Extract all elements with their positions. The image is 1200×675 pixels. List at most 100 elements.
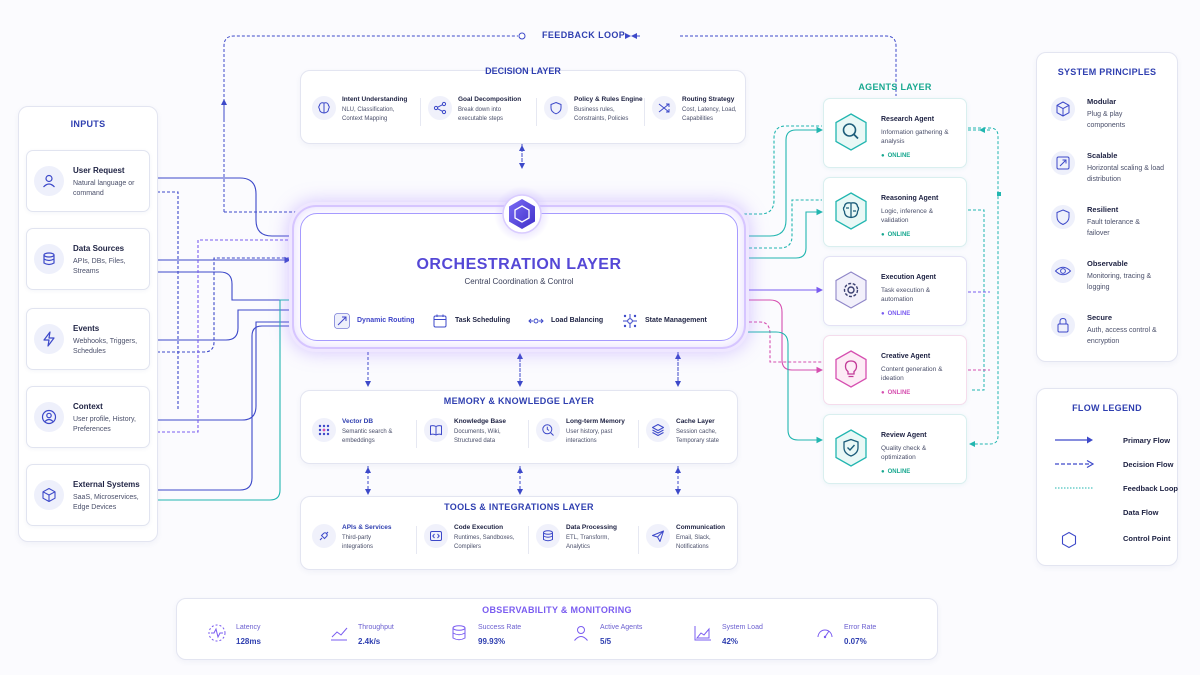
memory-item-knowledge-base[interactable]: Knowledge Base Documents, Wiki, Structur…: [416, 418, 524, 454]
orchestration-title: ORCHESTRATION LAYER: [416, 256, 622, 273]
input-card-desc: Natural language or command: [73, 180, 135, 197]
metric-label: Active Agents: [600, 624, 643, 631]
area-chart-icon: [694, 626, 711, 641]
input-card-context[interactable]: Context User profile, History, Preferenc…: [26, 386, 150, 448]
memory-item-cache-layer[interactable]: Cache Layer Session cache, Temporary sta…: [638, 418, 736, 454]
input-card-external-systems[interactable]: External Systems SaaS, Microservices, Ed…: [26, 464, 150, 526]
agent-card-execution[interactable]: Execution Agent Task execution & automat…: [823, 256, 967, 326]
send-icon: [646, 524, 670, 548]
tools-item-data-processing[interactable]: Data Processing ETL, Transform, Analytic…: [528, 524, 636, 560]
feedback-loop-node: [518, 32, 526, 40]
memory-item-desc: Semantic search & embeddings: [342, 429, 393, 444]
agent-status-badge: ONLINE: [881, 469, 911, 475]
input-card-title: Events: [73, 324, 100, 333]
memory-item-long-term-memory[interactable]: Long-term Memory User history, past inte…: [528, 418, 636, 454]
share-nodes-icon: [428, 96, 452, 120]
clock-search-icon: [536, 418, 560, 442]
tools-item-code-execution[interactable]: Code Execution Runtimes, Sandboxes, Comp…: [416, 524, 524, 560]
agent-title: Creative Agent: [881, 353, 931, 360]
agent-card-research[interactable]: Research Agent Information gathering & a…: [823, 98, 967, 168]
magnifier-icon: [835, 113, 867, 151]
orchestration-layer-inner: ORCHESTRATION LAYER Central Coordination…: [300, 213, 738, 341]
input-card-data-sources[interactable]: Data Sources APIs, DBs, Files, Streams: [26, 228, 150, 290]
agent-title: Review Agent: [881, 432, 927, 439]
divider: [420, 98, 421, 126]
state-icon: [623, 314, 637, 328]
metric-value: 42%: [722, 637, 739, 646]
principle-desc: Monitoring, tracing & logging: [1087, 273, 1152, 291]
lock-icon: [1051, 313, 1075, 337]
agents-layer-title: AGENTS LAYER: [858, 82, 932, 92]
decision-item-goal-decomposition[interactable]: Goal Decomposition Break down into execu…: [420, 96, 528, 132]
agent-title: Execution Agent: [881, 274, 936, 281]
principle-title: Modular: [1087, 97, 1117, 106]
memory-item-title: Vector DB: [342, 418, 374, 425]
input-card-desc: User profile, History, Preferences: [73, 416, 136, 433]
principle-title: Resilient: [1087, 205, 1119, 214]
shuffle-icon: [652, 96, 676, 120]
legend-label: Primary Flow: [1123, 436, 1171, 445]
principle-desc: Plug & play components: [1087, 111, 1126, 129]
divider: [536, 98, 537, 126]
plug-icon: [312, 524, 336, 548]
divider: [528, 526, 529, 554]
orchestration-feature-label: Load Balancing: [551, 317, 604, 324]
decision-layer-heading: DECISION LAYER: [485, 66, 561, 76]
flow-legend-title: FLOW LEGEND: [1072, 403, 1142, 413]
agent-card-review[interactable]: Review Agent Quality check & optimizatio…: [823, 414, 967, 484]
metric-value: 2.4k/s: [358, 637, 381, 646]
agent-desc: Task execution & automation: [881, 287, 931, 303]
brain-icon: [312, 96, 336, 120]
database-icon: [536, 524, 560, 548]
metric-label: Throughput: [358, 624, 394, 631]
decision-item-title: Goal Decomposition: [458, 96, 522, 103]
metric-value: 5/5: [600, 637, 612, 646]
agent-status-badge: ONLINE: [881, 232, 911, 238]
expand-icon: [1051, 151, 1075, 175]
agent-title: Research Agent: [881, 116, 935, 123]
hexagon-icon: [1061, 531, 1077, 549]
input-card-events[interactable]: Events Webhooks, Triggers, Schedules: [26, 308, 150, 370]
decision-item-routing-strategy[interactable]: Routing Strategy Cost, Latency, Load, Ca…: [644, 96, 744, 132]
input-card-desc: Webhooks, Triggers, Schedules: [73, 338, 138, 355]
tools-item-title: APIs & Services: [342, 524, 392, 531]
principle-desc: Horizontal scaling & load distribution: [1087, 165, 1165, 183]
shield-check-icon: [835, 429, 867, 467]
shield-icon: [544, 96, 568, 120]
memory-item-vector-db[interactable]: Vector DB Semantic search & embeddings: [312, 418, 412, 454]
agent-card-creative[interactable]: Creative Agent Content generation & idea…: [823, 335, 967, 405]
divider: [638, 420, 639, 448]
memory-item-title: Knowledge Base: [454, 418, 507, 425]
decision-item-desc: NLU, Classification, Context Mapping: [342, 107, 395, 122]
input-card-user-request[interactable]: User Request Natural language or command: [26, 150, 150, 212]
decision-item-desc: Break down into executable steps: [458, 107, 504, 122]
decision-item-policy-rules[interactable]: Policy & Rules Engine Business rules, Co…: [536, 96, 644, 132]
divider: [638, 526, 639, 554]
input-card-desc: SaaS, Microservices, Edge Devices: [73, 494, 139, 511]
book-icon: [424, 418, 448, 442]
legend-label: Control Point: [1123, 534, 1171, 543]
orchestration-subtitle: Central Coordination & Control: [464, 277, 574, 286]
agent-flow-lines: [744, 125, 824, 444]
agent-desc: Quality check & optimization: [881, 445, 927, 461]
user-icon: [34, 166, 64, 196]
tools-item-communication[interactable]: Communication Email, Slack, Notification…: [638, 524, 736, 560]
inputs-title: INPUTS: [70, 119, 106, 129]
balance-icon: [528, 318, 544, 324]
agent-status-badge: ONLINE: [881, 390, 911, 396]
layers-icon: [646, 418, 670, 442]
agent-card-reasoning[interactable]: Reasoning Agent Logic, inference & valid…: [823, 177, 967, 247]
agent-status-badge: ONLINE: [881, 311, 911, 317]
memory-item-title: Cache Layer: [676, 418, 715, 425]
tools-item-apis-services[interactable]: APIs & Services Third-party integrations: [312, 524, 412, 560]
legend-label: Decision Flow: [1123, 460, 1174, 469]
decision-item-intent-understanding[interactable]: Intent Understanding NLU, Classification…: [312, 96, 412, 132]
orchestration-feature-label: Task Scheduling: [455, 317, 511, 324]
observability-panel: OBSERVABILITY & MONITORING: [176, 598, 938, 660]
decision-item-desc: Business rules, Constraints, Policies: [574, 107, 629, 122]
eye-icon: [1051, 259, 1075, 283]
metric-value: 99.93%: [478, 637, 506, 646]
brain-icon: [835, 192, 867, 230]
database-icon: [452, 625, 466, 641]
agent-desc: Content generation & ideation: [881, 366, 943, 382]
